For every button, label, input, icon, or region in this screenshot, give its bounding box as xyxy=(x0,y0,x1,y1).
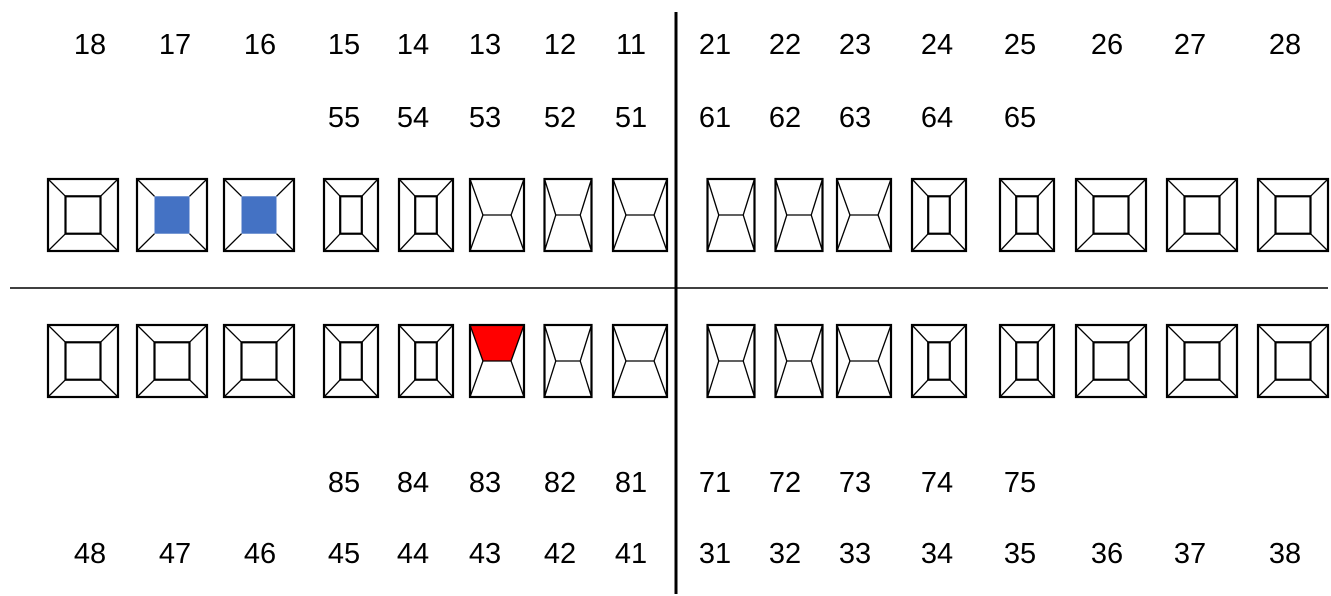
tooth-27 xyxy=(1167,179,1237,251)
tooth-number-37: 37 xyxy=(1174,538,1206,570)
tooth-number-42: 42 xyxy=(544,538,576,570)
tooth-number-16: 16 xyxy=(244,29,276,61)
upper-permanent-numbers: 18 17 16 15 14 13 12 11 21 22 23 24 25 26 27 28 xyxy=(74,29,1301,61)
blue-occlusal-mark xyxy=(242,196,277,233)
tooth-number-48: 48 xyxy=(74,538,106,570)
tooth-number-84: 84 xyxy=(397,467,429,499)
tooth-number-65: 65 xyxy=(1004,102,1036,134)
tooth-number-21: 21 xyxy=(699,29,731,61)
tooth-number-45: 45 xyxy=(328,538,360,570)
tooth-number-83: 83 xyxy=(469,467,501,499)
tooth-number-12: 12 xyxy=(544,29,576,61)
tooth-number-62: 62 xyxy=(769,102,801,134)
tooth-number-71: 71 xyxy=(699,467,731,499)
tooth-number-31: 31 xyxy=(699,538,731,570)
tooth-number-13: 13 xyxy=(469,29,501,61)
tooth-number-74: 74 xyxy=(921,467,953,499)
tooth-45 xyxy=(324,325,378,397)
tooth-number-81: 81 xyxy=(615,467,647,499)
lower-permanent-numbers: 48 47 46 45 44 43 42 41 31 32 33 34 35 36 37 38 xyxy=(74,538,1301,570)
tooth-33 xyxy=(837,325,891,397)
tooth-number-17: 17 xyxy=(159,29,191,61)
tooth-number-23: 23 xyxy=(839,29,871,61)
tooth-number-51: 51 xyxy=(615,102,647,134)
tooth-number-53: 53 xyxy=(469,102,501,134)
tooth-21 xyxy=(708,179,755,251)
tooth-number-52: 52 xyxy=(544,102,576,134)
tooth-number-64: 64 xyxy=(921,102,953,134)
tooth-32 xyxy=(776,325,823,397)
tooth-number-26: 26 xyxy=(1091,29,1123,61)
tooth-24 xyxy=(912,179,966,251)
tooth-37 xyxy=(1167,325,1237,397)
tooth-14 xyxy=(399,179,453,251)
tooth-number-43: 43 xyxy=(469,538,501,570)
tooth-34 xyxy=(912,325,966,397)
tooth-number-33: 33 xyxy=(839,538,871,570)
tooth-23 xyxy=(837,179,891,251)
tooth-number-24: 24 xyxy=(921,29,953,61)
tooth-number-32: 32 xyxy=(769,538,801,570)
tooth-number-82: 82 xyxy=(544,467,576,499)
tooth-number-28: 28 xyxy=(1269,29,1301,61)
tooth-number-25: 25 xyxy=(1004,29,1036,61)
tooth-number-18: 18 xyxy=(74,29,106,61)
tooth-number-15: 15 xyxy=(328,29,360,61)
tooth-28 xyxy=(1258,179,1328,251)
tooth-35 xyxy=(1000,325,1054,397)
tooth-36 xyxy=(1076,325,1146,397)
tooth-number-38: 38 xyxy=(1269,538,1301,570)
tooth-15 xyxy=(324,179,378,251)
tooth-number-55: 55 xyxy=(328,102,360,134)
tooth-number-34: 34 xyxy=(921,538,953,570)
tooth-number-41: 41 xyxy=(615,538,647,570)
tooth-13 xyxy=(470,179,524,251)
lower-teeth-row xyxy=(48,325,1328,397)
red-incisal-mark xyxy=(470,325,524,361)
upper-teeth-row xyxy=(48,179,1328,251)
tooth-46 xyxy=(224,325,294,397)
tooth-number-44: 44 xyxy=(397,538,429,570)
tooth-48 xyxy=(48,325,118,397)
tooth-31 xyxy=(708,325,755,397)
tooth-26 xyxy=(1076,179,1146,251)
tooth-22 xyxy=(776,179,823,251)
tooth-number-85: 85 xyxy=(328,467,360,499)
tooth-number-54: 54 xyxy=(397,102,429,134)
tooth-number-73: 73 xyxy=(839,467,871,499)
tooth-44 xyxy=(399,325,453,397)
tooth-25 xyxy=(1000,179,1054,251)
tooth-number-46: 46 xyxy=(244,538,276,570)
upper-primary-numbers: 55 54 53 52 51 61 62 63 64 65 xyxy=(328,102,1036,134)
tooth-number-47: 47 xyxy=(159,538,191,570)
blue-occlusal-mark xyxy=(155,196,190,233)
tooth-41 xyxy=(613,325,667,397)
tooth-42 xyxy=(545,325,592,397)
tooth-number-35: 35 xyxy=(1004,538,1036,570)
tooth-number-11: 11 xyxy=(616,29,646,61)
tooth-number-14: 14 xyxy=(397,29,429,61)
tooth-number-22: 22 xyxy=(769,29,801,61)
tooth-number-63: 63 xyxy=(839,102,871,134)
lower-primary-numbers: 85 84 83 82 81 71 72 73 74 75 xyxy=(328,467,1036,499)
tooth-16 xyxy=(224,179,294,251)
tooth-number-36: 36 xyxy=(1091,538,1123,570)
tooth-17 xyxy=(137,179,207,251)
tooth-47 xyxy=(137,325,207,397)
tooth-18 xyxy=(48,179,118,251)
tooth-number-61: 61 xyxy=(699,102,731,134)
tooth-11 xyxy=(613,179,667,251)
tooth-number-75: 75 xyxy=(1004,467,1036,499)
tooth-number-27: 27 xyxy=(1174,29,1206,61)
tooth-43 xyxy=(470,325,524,397)
tooth-number-72: 72 xyxy=(769,467,801,499)
tooth-38 xyxy=(1258,325,1328,397)
tooth-12 xyxy=(545,179,592,251)
